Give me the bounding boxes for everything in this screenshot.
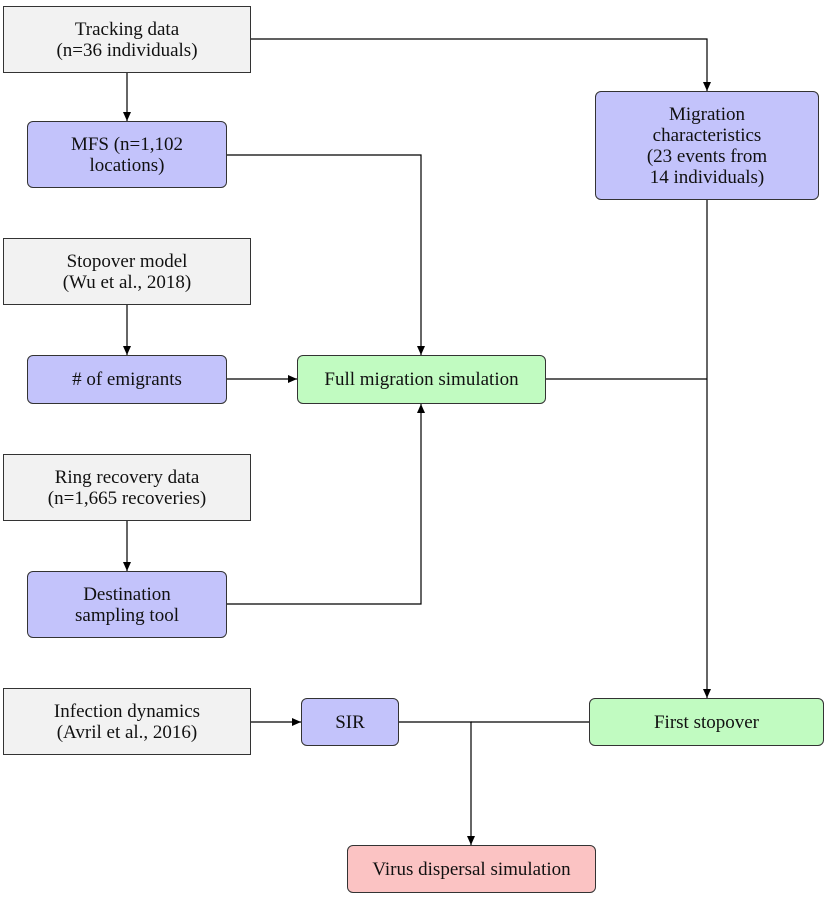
ring-recovery-data-box: Ring recovery data (n=1,665 recoveries): [3, 454, 251, 521]
sir-line-1: SIR: [335, 711, 365, 733]
emigrants-line-1: # of emigrants: [72, 369, 182, 390]
tracking-data-line-2: (n=36 individuals): [56, 39, 198, 61]
tracking-data-box: Tracking data (n=36 individuals): [3, 6, 251, 73]
migration-line-3: (23 events from: [646, 145, 768, 167]
ring-line-1: Ring recovery data: [54, 466, 200, 488]
stopover-model-box: Stopover model (Wu et al., 2018): [3, 238, 251, 305]
sir-box: SIR: [301, 698, 399, 746]
full-migration-simulation-box: Full migration simulation: [297, 355, 546, 404]
tracking-data-line-1: Tracking data: [74, 18, 180, 40]
mfs-line-1: MFS (n=1,102: [70, 133, 184, 155]
edge-mfs-to-full-sim: [227, 154, 425, 355]
migration-line-2: characteristics: [652, 124, 762, 146]
first-stopover-line-1: First stopover: [653, 711, 760, 733]
destination-line-1: Destination: [83, 583, 171, 605]
virus-line-1: Virus dispersal simulation: [372, 858, 571, 880]
edge-sir-to-virus: [399, 721, 475, 845]
infection-line-2: (Avril et al., 2016): [56, 721, 198, 743]
migration-line-1: Migration: [669, 103, 745, 125]
stopover-model-line-2: (Wu et al., 2018): [62, 271, 192, 293]
full-sim-line-1: Full migration simulation: [324, 369, 519, 390]
mfs-line-2: locations): [89, 154, 165, 176]
destination-line-2: sampling tool: [75, 604, 179, 626]
ring-line-2: (n=1,665 recoveries): [47, 487, 207, 509]
migration-line-4: 14 individuals): [649, 166, 765, 188]
edge-tracking-to-migration: [251, 38, 711, 91]
virus-dispersal-simulation-box: Virus dispersal simulation: [347, 845, 596, 893]
stopover-model-line-1: Stopover model: [66, 250, 188, 272]
emigrants-box: # of emigrants: [27, 355, 227, 404]
infection-dynamics-box: Infection dynamics (Avril et al., 2016): [3, 688, 251, 755]
mfs-box: MFS (n=1,102 locations): [27, 121, 227, 188]
infection-line-1: Infection dynamics: [53, 700, 201, 722]
edge-destination-to-full-sim: [227, 404, 425, 605]
migration-characteristics-box: Migration characteristics (23 events fro…: [595, 91, 819, 200]
destination-sampling-tool-box: Destination sampling tool: [27, 571, 227, 638]
first-stopover-box: First stopover: [589, 698, 824, 746]
